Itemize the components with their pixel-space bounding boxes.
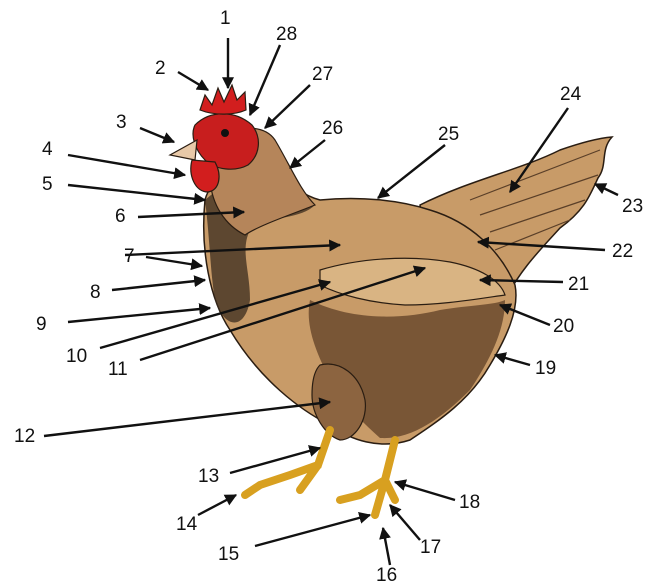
label-20: 20 [553,316,574,337]
wattle [191,160,219,192]
label-14: 14 [176,514,198,535]
right-leg [340,440,395,515]
label-15: 15 [218,544,239,565]
label-4: 4 [42,139,53,160]
beak [170,140,197,160]
label-25: 25 [438,124,459,145]
label-23: 23 [622,196,643,217]
label-7: 7 [124,246,135,267]
label-18: 18 [459,492,480,513]
label-10: 10 [66,346,87,367]
label-12: 12 [14,426,35,447]
label-8: 8 [90,282,101,303]
label-22: 22 [612,241,633,262]
label-26: 26 [322,118,343,139]
label-17: 17 [420,537,441,558]
label-19: 19 [535,358,556,379]
label-3: 3 [116,112,127,133]
label-5: 5 [42,174,53,195]
label-13: 13 [198,466,219,487]
chicken-illustration [170,85,612,515]
label-24: 24 [560,84,582,105]
left-leg [245,430,330,495]
label-21: 21 [568,274,589,295]
label-9: 9 [36,314,47,335]
eye [221,129,229,137]
label-1: 1 [220,8,231,29]
label-27: 27 [312,64,333,85]
label-6: 6 [115,206,126,227]
label-28: 28 [276,24,297,45]
label-11: 11 [108,359,128,380]
label-2: 2 [155,58,166,79]
label-16: 16 [376,565,397,586]
